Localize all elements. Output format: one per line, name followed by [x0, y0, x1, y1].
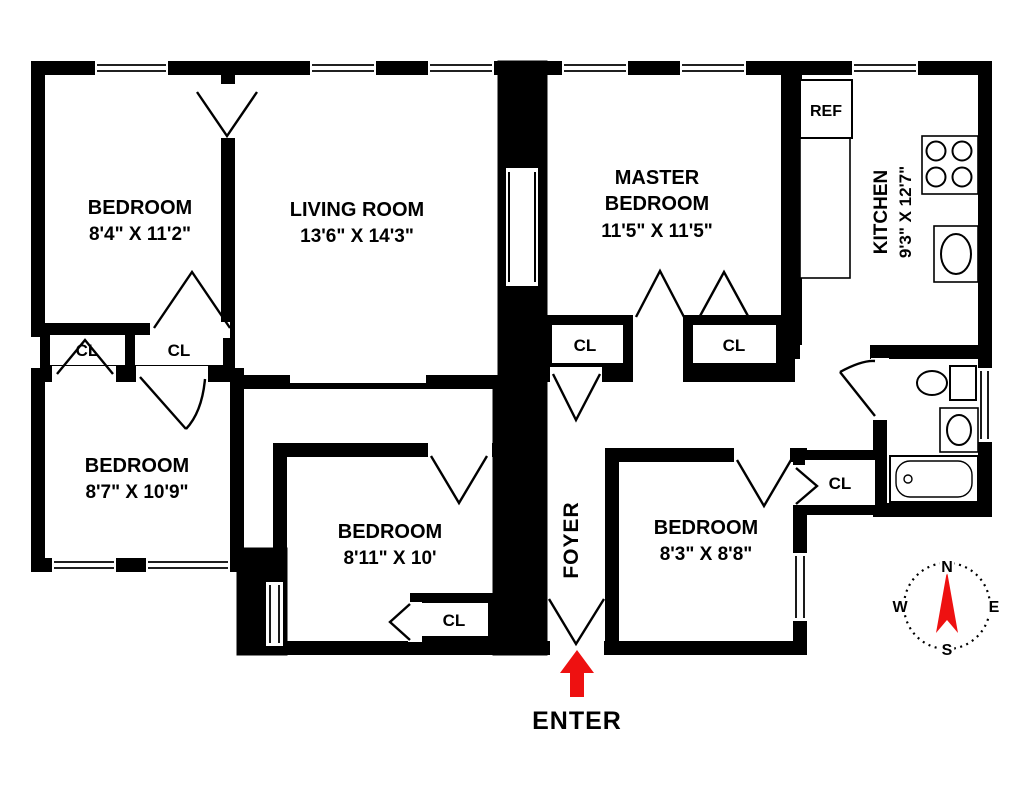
interior-wall-opening: [506, 168, 538, 286]
compass-rose: N S E W: [890, 557, 1002, 662]
door-opening: [52, 366, 116, 384]
room-bedroom-top-left: [31, 61, 235, 337]
compass-west: W: [892, 599, 908, 616]
window-symbol: [95, 61, 168, 75]
dims-bedroom-bottom-left: 8'7" X 10'9": [85, 482, 188, 503]
enter-label: ENTER: [532, 707, 622, 735]
windows: [52, 61, 992, 646]
closet-label: CL: [76, 341, 99, 360]
door-swing: [196, 91, 258, 139]
door-opening: [408, 602, 422, 642]
door-opening: [550, 641, 604, 656]
bathtub-drain: [903, 474, 913, 484]
door-opening: [136, 366, 208, 384]
bathroom-fixtures: [889, 365, 979, 503]
burner-icon: [951, 166, 973, 188]
window-symbol: [146, 558, 230, 572]
label-living-room: LIVING ROOM: [290, 199, 424, 221]
door-swing: [735, 459, 793, 509]
dims-bedroom-bottom-right: 8'3" X 8'8": [660, 544, 753, 565]
dims-living-room: 13'6" X 14'3": [300, 226, 414, 247]
dims-bedroom-top-left: 8'4" X 11'2": [89, 224, 191, 245]
door-opening: [633, 367, 683, 383]
door-opening: [290, 367, 426, 383]
kitchen-sink-basin: [940, 233, 972, 275]
room-bedroom-bottom-left: [31, 368, 244, 572]
label-master-line1: MASTER: [615, 167, 700, 189]
door-swing: [795, 467, 819, 505]
window-symbol: [266, 582, 283, 646]
room-labels: BEDROOM 8'4" X 11'2" LIVING ROOM 13'6" X…: [76, 103, 915, 630]
door-opening: [871, 358, 889, 420]
closet-label: CL: [168, 341, 191, 360]
door-swing: [698, 269, 750, 317]
door-swing: [634, 268, 686, 318]
window-symbol: [428, 61, 494, 75]
burner-icon: [925, 140, 947, 162]
wall-segment: [492, 381, 548, 656]
window-symbol: [52, 558, 116, 572]
closet-box: [683, 315, 786, 373]
label-bedroom-bottom-right: BEDROOM: [654, 517, 758, 539]
door-opening: [219, 84, 237, 138]
north-needle-icon: [936, 571, 958, 633]
compass-east: E: [989, 599, 1000, 616]
door-swing: [839, 359, 876, 417]
door-swing: [429, 455, 489, 506]
label-kitchen: KITCHEN: [871, 170, 892, 254]
interior-opening-lines: [508, 172, 536, 282]
door-opening: [428, 442, 492, 458]
window-symbol: [310, 61, 376, 75]
burner-icon: [925, 166, 947, 188]
bath-sink-basin: [946, 414, 972, 446]
dims-bedroom-bottom-middle: 8'11" X 10': [343, 548, 436, 569]
toilet-icon: [916, 370, 948, 396]
window-symbol: [680, 61, 746, 75]
wall-openings: [52, 84, 889, 656]
door-swing: [153, 269, 231, 329]
compass-south: S: [942, 642, 953, 659]
label-master-line2: BEDROOM: [605, 193, 709, 215]
door-opening: [150, 322, 230, 338]
dims-kitchen: 9'3" X 12'7": [896, 166, 915, 258]
dims-master: 11'5" X 11'5": [601, 221, 713, 242]
entry-marker: ENTER: [532, 650, 622, 735]
door-opening: [800, 345, 870, 359]
window-symbol: [562, 61, 628, 75]
window-symbol: [852, 61, 918, 75]
closet-label: CL: [829, 474, 852, 493]
door-swing: [388, 603, 411, 641]
compass-north: N: [941, 559, 953, 576]
label-bedroom-bottom-left: BEDROOM: [85, 455, 189, 477]
kitchen-fixtures: [799, 79, 979, 283]
door-swing: [551, 373, 602, 423]
label-bedroom-bottom-middle: BEDROOM: [338, 521, 442, 543]
doors: [56, 91, 876, 647]
label-foyer: FOYER: [560, 501, 583, 578]
compass-ring: [902, 561, 992, 651]
closet-label: CL: [723, 336, 746, 355]
room-living: [221, 61, 512, 389]
burner-icon: [951, 140, 973, 162]
door-opening: [550, 367, 602, 383]
door-swing: [56, 338, 114, 375]
closet-label: CL: [443, 611, 466, 630]
door-opening: [734, 447, 790, 463]
door-swing: [139, 376, 207, 430]
door-swing: [547, 598, 606, 647]
refrigerator-label: REF: [810, 103, 842, 120]
toilet-tank: [949, 365, 977, 401]
counter: [799, 137, 851, 279]
bathtub-inner: [895, 460, 973, 498]
closet-box: [40, 325, 135, 375]
label-bedroom-top-left: BEDROOM: [88, 197, 192, 219]
refrigerator-box: [799, 79, 853, 139]
room-bedroom-bottom-right: [605, 448, 807, 655]
enter-arrow-icon: [560, 650, 594, 697]
closet-label: CL: [574, 336, 597, 355]
